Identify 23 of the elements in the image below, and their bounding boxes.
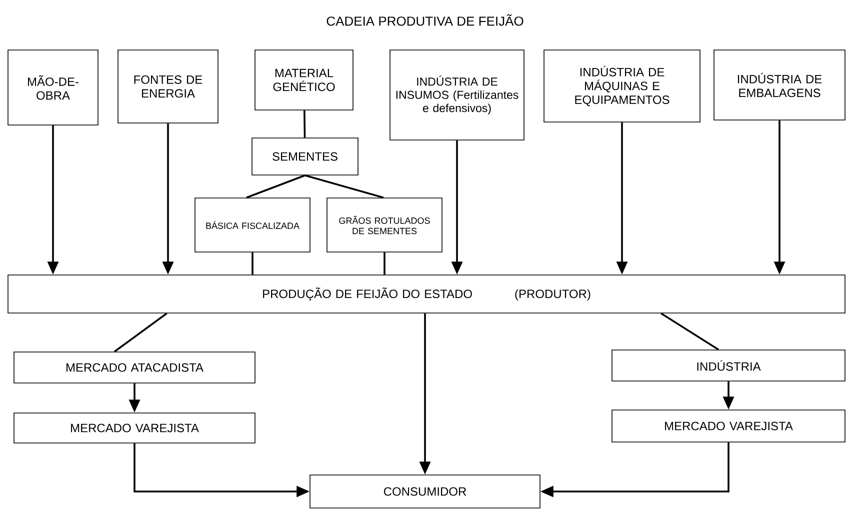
title: CADEIA PRODUTIVA DE FEIJÃO bbox=[326, 14, 524, 26]
connector-line bbox=[304, 174, 384, 198]
market-box: MERCADO VAREJISTA bbox=[14, 412, 256, 444]
source-box: INDÚSTRIA DE MÁQUINAS E EQUIPAMENTOS bbox=[544, 50, 700, 122]
connector-line bbox=[252, 252, 254, 275]
connector-line bbox=[304, 110, 306, 138]
source-box: MÃO-DE-OBRA bbox=[8, 50, 98, 126]
process-box: BÁSICA FISCALIZADA bbox=[194, 198, 310, 252]
production-band: PRODUÇÃO DE FEIJÃO DO ESTADO (PRODUTOR) bbox=[8, 274, 846, 314]
connector-line bbox=[384, 252, 386, 275]
process-box: GRÃOS ROTULADOS DE SEMENTES bbox=[326, 198, 442, 252]
connector-line bbox=[660, 312, 719, 350]
market-box: INDÚSTRIA bbox=[612, 350, 846, 382]
source-box: FONTES DE ENERGIA bbox=[118, 50, 218, 124]
consumer-box: CONSUMIDOR bbox=[310, 474, 540, 508]
market-box: MERCADO ATACADISTA bbox=[14, 352, 256, 384]
source-box: INDÚSTRIA DE EMBALAGENS bbox=[714, 50, 846, 120]
source-box: MATERIAL GENÉTICO bbox=[254, 50, 354, 110]
connector-line bbox=[246, 174, 306, 198]
connector-line bbox=[114, 312, 168, 352]
process-box: SEMENTES bbox=[252, 138, 358, 176]
source-box: INDÚSTRIA DE INSUMOS (Fertilizantes e defensivos) bbox=[390, 50, 524, 140]
market-box: MERCADO VAREJISTA bbox=[612, 410, 846, 442]
